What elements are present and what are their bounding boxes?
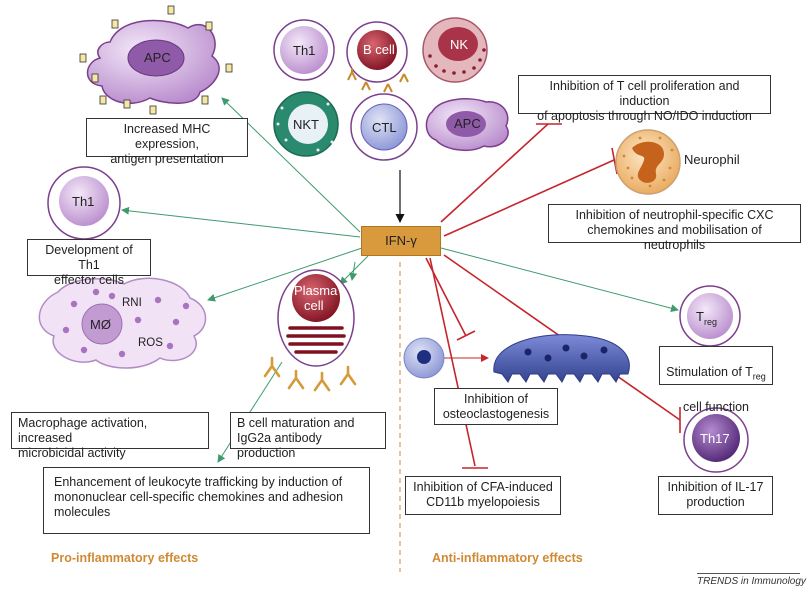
svg-text:Treg: Treg xyxy=(696,309,717,327)
svg-text:Plasma: Plasma xyxy=(294,283,338,298)
svg-text:CTL: CTL xyxy=(372,120,397,135)
inhibit-cfa xyxy=(429,257,476,467)
inhibit-osteo-bar xyxy=(456,330,476,341)
nkt-cell: NKT xyxy=(273,91,339,157)
neutrophil-cell: Neurophil xyxy=(615,129,740,195)
treg-stimulation-box: Stimulation of Treg cell function xyxy=(659,346,773,414)
cfa-myelopoiesis-box: Inhibition of CFA-induced CD11b myelopoi… xyxy=(405,476,561,515)
th1-left-cell: Th1 xyxy=(47,166,121,240)
tcell-inhibition-box: Inhibition of T cell proliferation and i… xyxy=(518,75,771,123)
svg-text:APC: APC xyxy=(454,116,481,131)
plasma-cell: Plasma cell xyxy=(263,269,357,392)
treg-box-line1: Stimulation of Treg xyxy=(666,365,766,382)
macrophage-activation-box: Macrophage activation, increased microbi… xyxy=(11,412,209,460)
rni-label: RNI xyxy=(122,297,142,309)
anti-inflammatory-label: Anti-inflammatory effects xyxy=(432,551,583,565)
inhibition-lines xyxy=(425,123,681,469)
ros-label: ROS xyxy=(138,337,163,349)
il17-inhibition-box: Inhibition of IL-17 production xyxy=(658,476,773,515)
svg-text:NKT: NKT xyxy=(293,117,319,132)
arrow-to-macrophage xyxy=(207,247,363,302)
apc-large-label: APC xyxy=(144,50,171,65)
pro-inflammatory-label: Pro-inflammatory effects xyxy=(51,551,199,565)
svg-text:Th1: Th1 xyxy=(72,194,94,209)
mhc-expression-box: Increased MHC expression, antigen presen… xyxy=(86,118,248,166)
svg-text:B cell: B cell xyxy=(363,42,395,57)
svg-text:Th17: Th17 xyxy=(700,431,730,446)
neutrophil-label: Neurophil xyxy=(684,152,740,167)
neutrophil-inhibition-box: Inhibition of neutrophil-specific CXC ch… xyxy=(548,204,801,252)
osteoclastogenesis-box: Inhibition of osteoclastogenesis xyxy=(434,388,558,425)
treg-cell: Treg xyxy=(679,285,741,347)
inhibit-neutrophil xyxy=(443,159,615,237)
mhc-receptor-icons xyxy=(79,5,233,115)
journal-credit: TRENDS in Immunology xyxy=(697,576,806,587)
bcell-cell: B cell xyxy=(346,21,409,93)
ifn-gamma-box: IFN-γ xyxy=(361,226,441,256)
arrow-to-treg xyxy=(440,247,679,313)
arrow-to-plasma-2 xyxy=(349,261,358,281)
inhibit-tcell xyxy=(440,123,549,223)
arrow-to-th1 xyxy=(121,206,361,238)
svg-text:cell: cell xyxy=(304,298,324,313)
bcell-receptor-icons xyxy=(347,68,409,93)
osteoclast-cell xyxy=(493,334,630,383)
credit-divider xyxy=(697,573,800,574)
leukocyte-trafficking-box: Enhancement of leukocyte trafficking by … xyxy=(43,467,370,534)
svg-text:NK: NK xyxy=(450,37,468,52)
th17-cell: Th17 xyxy=(683,407,749,473)
antibody-icons xyxy=(263,356,357,392)
apc-large-nucleus xyxy=(127,39,185,77)
th1-development-box: Development of Th1 effector cells xyxy=(27,239,151,287)
svg-text:Th1: Th1 xyxy=(293,43,315,58)
nk-cell: NK xyxy=(422,17,488,83)
apc-large-cell: APC xyxy=(79,5,233,115)
th1-top-cell: Th1 xyxy=(273,19,335,81)
osteoclast-precursor-cell xyxy=(403,337,445,379)
apc-small-cell: APC xyxy=(425,98,509,152)
treg-box-line2: cell function xyxy=(682,399,749,414)
bcell-maturation-box: B cell maturation and IgG2a antibody pro… xyxy=(230,412,386,460)
macrophage-label: MØ xyxy=(90,317,111,332)
macrophage-cell: MØ RNI ROS xyxy=(38,277,207,369)
ctl-cell: CTL xyxy=(350,93,418,161)
